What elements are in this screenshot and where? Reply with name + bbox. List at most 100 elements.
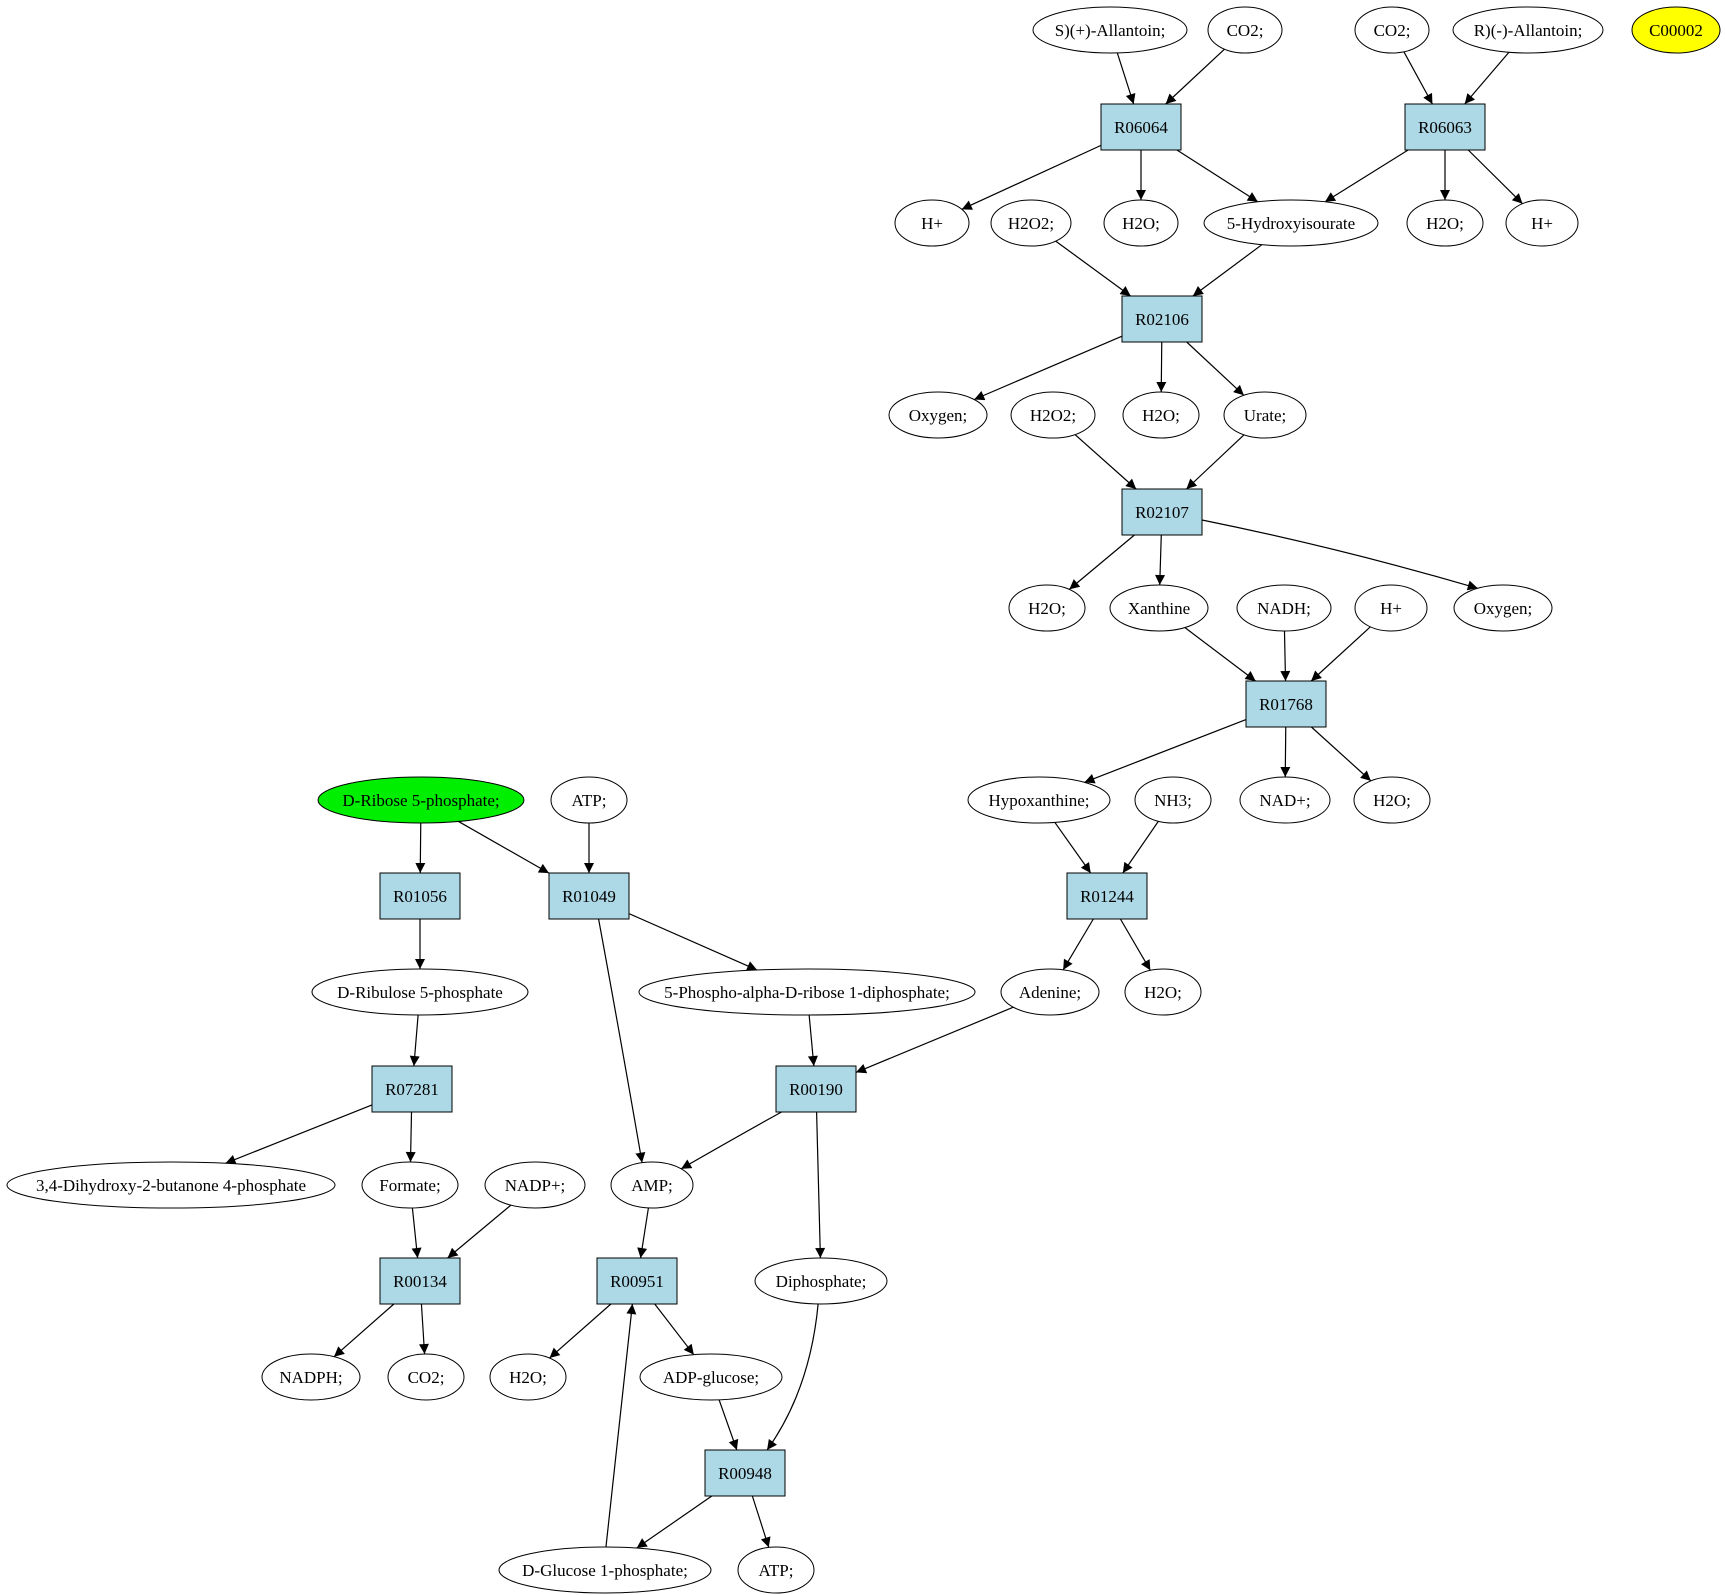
reaction-node-r00190[interactable]: R00190	[775, 1065, 857, 1113]
compound-node-nadph[interactable]: NADPH;	[261, 1353, 361, 1401]
node-label: Hypoxanthine;	[988, 791, 1089, 810]
compound-node-h[interactable]: H+	[1354, 584, 1428, 632]
compound-ellipse	[1452, 6, 1604, 54]
compound-node-h2o2[interactable]: H2O2;	[990, 199, 1072, 247]
edge-m13-to-r4	[1074, 434, 1137, 490]
compound-node-d-glucose-1-phosphate[interactable]: D-Glucose 1-phosphate;	[498, 1546, 712, 1594]
compound-ellipse	[888, 391, 988, 439]
compound-node-h[interactable]: H+	[1505, 199, 1579, 247]
compound-node-diphosphate[interactable]: Diphosphate;	[754, 1257, 888, 1305]
compound-node-h2o[interactable]: H2O;	[489, 1353, 567, 1401]
compound-node-h2o[interactable]: H2O;	[1406, 199, 1484, 247]
compound-node-c00002[interactable]: C00002	[1631, 6, 1721, 54]
compound-node-atp[interactable]: ATP;	[737, 1546, 815, 1594]
compound-node-adenine[interactable]: Adenine;	[1000, 968, 1100, 1016]
edge-r3-to-m14	[1156, 341, 1167, 393]
compound-ellipse	[1124, 968, 1202, 1016]
compound-node-d-ribose-5-phosphate[interactable]: D-Ribose 5-phosphate;	[317, 776, 525, 824]
node-label: H2O;	[1426, 214, 1464, 233]
compound-node-s-allantoin[interactable]: S)(+)-Allantoin;	[1032, 6, 1188, 54]
node-label: R00951	[610, 1272, 664, 1291]
reaction-node-r00134[interactable]: R00134	[379, 1257, 461, 1305]
edge-r2-to-m9	[1324, 149, 1409, 203]
reaction-node-r00951[interactable]: R00951	[596, 1257, 678, 1305]
node-label: Oxygen;	[1474, 599, 1533, 618]
reaction-node-r06064[interactable]: R06064	[1100, 103, 1182, 151]
compound-ellipse	[1223, 391, 1307, 439]
node-label: H2O2;	[1030, 406, 1076, 425]
edge-r4-to-m20	[1201, 519, 1478, 591]
compound-ellipse	[387, 1353, 465, 1401]
compound-node-atp[interactable]: ATP;	[550, 776, 628, 824]
compound-ellipse	[990, 199, 1072, 247]
compound-node-h2o[interactable]: H2O;	[1124, 968, 1202, 1016]
reaction-node-r02106[interactable]: R02106	[1121, 295, 1203, 343]
node-label: R07281	[385, 1080, 439, 1099]
node-label: H+	[1531, 214, 1553, 233]
compound-ellipse	[261, 1353, 361, 1401]
edge-r8-to-m29	[1062, 918, 1094, 971]
reaction-node-r01056[interactable]: R01056	[379, 872, 461, 920]
node-label: R01056	[393, 887, 447, 906]
compound-node-d-ribulose-5-phosphate[interactable]: D-Ribulose 5-phosphate	[311, 968, 529, 1016]
edge-r2-to-m11	[1467, 149, 1523, 205]
edge-m35-to-r13	[766, 1303, 819, 1451]
reaction-node-r01049[interactable]: R01049	[548, 872, 630, 920]
compound-node-co2[interactable]: CO2;	[1354, 6, 1430, 54]
reaction-node-r07281[interactable]: R07281	[371, 1065, 453, 1113]
compound-node-co2[interactable]: CO2;	[387, 1353, 465, 1401]
reaction-node-r02107[interactable]: R02107	[1121, 488, 1203, 536]
compound-node-3-4-dihydroxy-2-butanone-4-phosphate[interactable]: 3,4-Dihydroxy-2-butanone 4-phosphate	[6, 1161, 336, 1209]
compound-node-oxygen[interactable]: Oxygen;	[1453, 584, 1553, 632]
node-label: CO2;	[1227, 21, 1264, 40]
compound-node-h[interactable]: H+	[894, 199, 970, 247]
compound-node-xanthine[interactable]: Xanthine	[1109, 584, 1209, 632]
compound-node-formate[interactable]: Formate;	[361, 1161, 459, 1209]
reaction-node-r01244[interactable]: R01244	[1066, 872, 1148, 920]
compound-ellipse	[550, 776, 628, 824]
compound-node-h2o[interactable]: H2O;	[1008, 584, 1086, 632]
node-label: CO2;	[408, 1368, 445, 1387]
compound-node-adp-glucose[interactable]: ADP-glucose;	[639, 1353, 783, 1401]
edge-r7-to-m34	[597, 918, 646, 1163]
compound-ellipse	[1103, 199, 1179, 247]
reaction-node-r00948[interactable]: R00948	[704, 1449, 786, 1497]
compound-node-h2o[interactable]: H2O;	[1122, 391, 1200, 439]
compound-ellipse	[639, 1353, 783, 1401]
compound-ellipse	[754, 1257, 888, 1305]
edge-m17-to-r5	[1184, 627, 1256, 682]
compound-node-oxygen[interactable]: Oxygen;	[888, 391, 988, 439]
compound-node-h2o2[interactable]: H2O2;	[1010, 391, 1096, 439]
compound-node-5-phospho-alpha-d-ribose-1-diphosphate[interactable]: 5-Phospho-alpha-D-ribose 1-diphosphate;	[638, 968, 976, 1016]
compound-ellipse	[737, 1546, 815, 1594]
edge-r4-to-m17	[1155, 534, 1166, 586]
compound-node-urate[interactable]: Urate;	[1223, 391, 1307, 439]
compound-node-co2[interactable]: CO2;	[1207, 6, 1283, 54]
compound-ellipse	[6, 1161, 336, 1209]
edge-m19-to-r5	[1310, 626, 1371, 682]
edge-m1-to-r1	[1116, 52, 1136, 105]
reaction-node-r06063[interactable]: R06063	[1404, 103, 1486, 151]
node-label: 5-Phospho-alpha-D-ribose 1-diphosphate;	[664, 983, 950, 1002]
compound-node-nad[interactable]: NAD+;	[1239, 776, 1331, 824]
edge-m24-to-r8	[1122, 820, 1159, 874]
compound-ellipse	[1406, 199, 1484, 247]
compound-node-hypoxanthine[interactable]: Hypoxanthine;	[967, 776, 1111, 824]
node-label: R00134	[393, 1272, 447, 1291]
compound-node-nadp[interactable]: NADP+;	[484, 1161, 586, 1209]
compound-node-nadh[interactable]: NADH;	[1236, 584, 1332, 632]
reaction-node-r01768[interactable]: R01768	[1245, 680, 1327, 728]
compound-node-h2o[interactable]: H2O;	[1103, 199, 1179, 247]
reaction-box	[1404, 103, 1486, 151]
compound-ellipse	[361, 1161, 459, 1209]
edge-m23-to-r8	[1054, 822, 1092, 874]
compound-node-r-allantoin[interactable]: R)(-)-Allantoin;	[1452, 6, 1604, 54]
compound-node-h2o[interactable]: H2O;	[1353, 776, 1431, 824]
node-label: R01049	[562, 887, 616, 906]
compound-node-nh3[interactable]: NH3;	[1134, 776, 1212, 824]
compound-node-5-hydroxyisourate[interactable]: 5-Hydroxyisourate	[1203, 199, 1379, 247]
node-label: ATP;	[759, 1561, 794, 1580]
compound-node-amp[interactable]: AMP;	[610, 1161, 694, 1209]
node-label: D-Ribose 5-phosphate;	[342, 791, 499, 810]
